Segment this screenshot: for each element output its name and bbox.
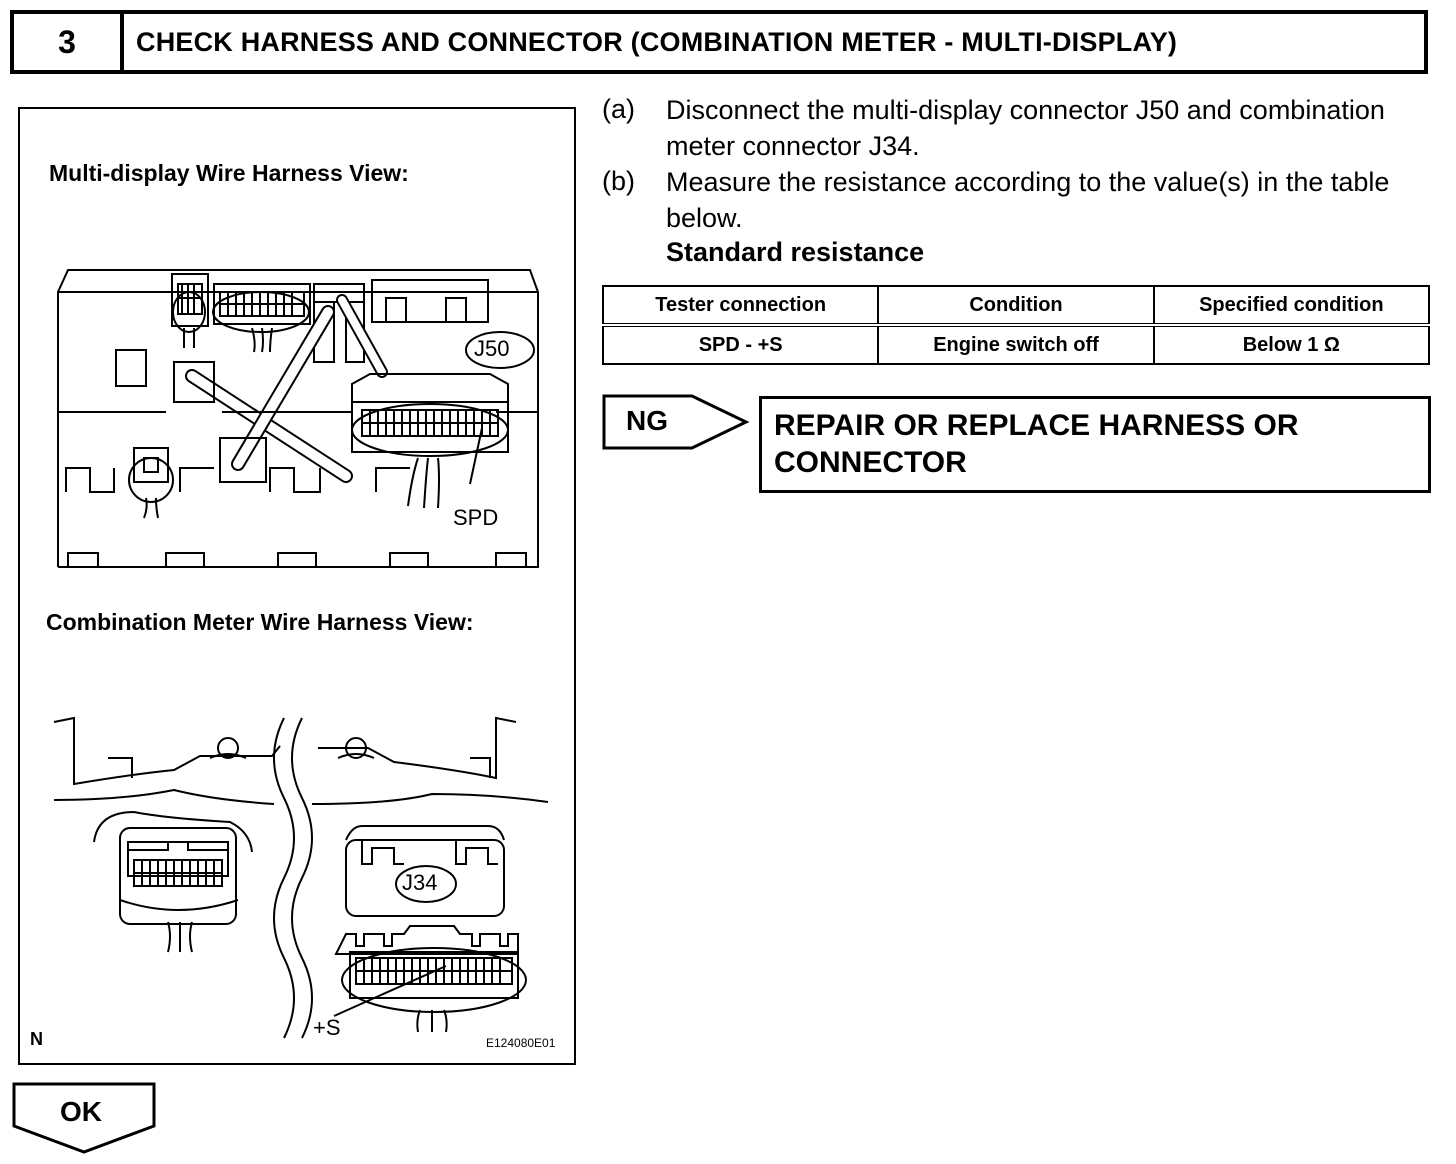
step-title: CHECK HARNESS AND CONNECTOR (COMBINATION… [136, 26, 1178, 57]
corner-mark: N [30, 1029, 43, 1049]
ok-arrow-icon [12, 1082, 156, 1154]
figure-code: E124080E01 [486, 1036, 556, 1050]
combination-meter-view-label: Combination Meter Wire Harness View: [46, 609, 474, 635]
plus-s-label: +S [313, 1015, 341, 1040]
j50-label: J50 [474, 336, 510, 361]
step-header: 3 CHECK HARNESS AND CONNECTOR (COMBINATI… [10, 10, 1428, 74]
instruction-text-b: Measure the resistance according to the … [666, 167, 1390, 233]
standard-resistance-label: Standard resistance [666, 237, 925, 267]
j34-label: J34 [402, 870, 438, 895]
multi-display-harness-drawing [57, 269, 539, 568]
table-header-tester-connection: Tester connection [601, 285, 880, 327]
spd-label: SPD [453, 505, 499, 530]
instruction-letter-a: (a) [602, 94, 635, 124]
illustration-frame [18, 107, 576, 1065]
table-header-specified-condition: Specified condition [1152, 285, 1431, 327]
specification-table: Tester connection Condition Specified co… [601, 285, 1431, 365]
table-cell-condition: Engine switch off [877, 324, 1155, 365]
multi-display-view-label: Multi-display Wire Harness View: [49, 160, 409, 186]
table-cell-specified-condition: Below 1 Ω [1152, 324, 1431, 365]
table-cell-tester-connection: SPD - +S [601, 324, 880, 365]
ng-result-box: REPAIR OR REPLACE HARNESS OR CONNECTOR [759, 396, 1431, 493]
ng-arrow-icon [602, 394, 750, 450]
instruction-text-a: Disconnect the multi-display connector J… [666, 95, 1385, 161]
step-number: 3 [14, 14, 124, 70]
table-row: SPD - +S Engine switch off Below 1 Ω [601, 324, 1431, 365]
table-header-condition: Condition [877, 285, 1155, 327]
ok-label: OK [60, 1096, 102, 1127]
ng-label: NG [626, 405, 668, 436]
instruction-letter-b: (b) [602, 166, 635, 196]
combination-meter-harness-drawing [53, 716, 549, 1039]
table-header-row: Tester connection Condition Specified co… [601, 285, 1431, 327]
